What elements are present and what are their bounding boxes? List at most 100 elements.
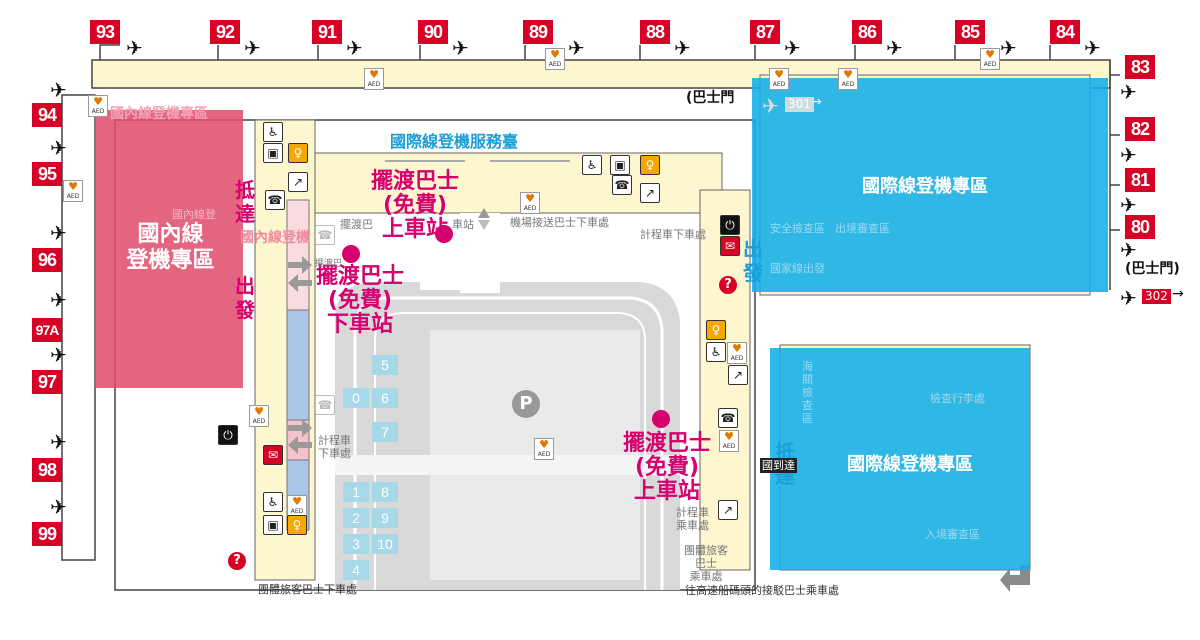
parking-stall: 8 — [372, 482, 398, 502]
phone-icon: ☎ — [265, 190, 285, 210]
international-upper-zone-label: 國際線登機專區 — [862, 176, 988, 197]
parking-stall: 4 — [343, 560, 369, 580]
harbour-bus-label: 往高速船碼頭的接駁巴士乘車處 — [685, 584, 839, 597]
taxi-drop-left-label: 計程車 下車處 — [318, 434, 351, 460]
customs-label: 海關檢查區 — [802, 360, 813, 425]
domestic-arrival-label: 抵 達 — [235, 178, 255, 226]
nursing-room-icon: ▣ — [263, 515, 283, 535]
domestic-departure-faint: 國家線出發 — [770, 262, 825, 275]
gate-86[interactable]: 86 — [852, 20, 882, 44]
help-desk-icon[interactable]: ? — [228, 552, 246, 570]
parking-stall: 10 — [372, 534, 398, 554]
parking-stall: 6 — [372, 388, 398, 408]
gate-83[interactable]: 83 — [1125, 55, 1155, 79]
gate-97[interactable]: 97 — [32, 370, 62, 394]
gate-84[interactable]: 84 — [1050, 20, 1080, 44]
bus-gate-301-arrow: → — [810, 94, 822, 110]
airplane-icon: ✈ — [1120, 286, 1137, 310]
phone-icon: ☎ — [315, 225, 335, 245]
gate-97a[interactable]: 97A — [32, 318, 62, 342]
gate-89[interactable]: 89 — [523, 20, 553, 44]
domestic-gate-label: 國內線登機 — [240, 230, 310, 246]
nursing-room-icon: ▣ — [610, 155, 630, 175]
escalator-icon: ↗ — [728, 365, 748, 385]
domestic-departure-zone — [95, 110, 243, 388]
aed-icon: ♥AED — [63, 180, 83, 202]
airplane-icon: ✈ — [1120, 143, 1137, 167]
baby-care-icon: ♿ — [582, 155, 602, 175]
restroom-icon: ♀ — [706, 320, 726, 340]
airplane-icon: ✈ — [452, 36, 469, 60]
intl-service-counter-label: 國際線登機服務臺 — [390, 132, 519, 151]
aed-icon: ♥AED — [534, 438, 554, 460]
aed-icon: ♥AED — [545, 48, 565, 70]
aed-icon: ♥AED — [980, 48, 1000, 70]
airplane-icon: ✈ — [568, 36, 585, 60]
parking-stall: 7 — [372, 422, 398, 442]
gate-81[interactable]: 81 — [1125, 168, 1155, 192]
electrical-outlet-icon: ⏻ — [720, 215, 740, 235]
gate-91[interactable]: 91 — [312, 20, 342, 44]
domestic-zone-label: 國內線 登機專區 — [126, 222, 215, 273]
shuttle-dropoff: 擺渡巴士 (免費) 下車站 — [315, 264, 404, 337]
phone-icon: ☎ — [315, 395, 335, 415]
domestic-check-label: 國內線登 — [172, 208, 216, 221]
restroom-icon: ♀ — [640, 155, 660, 175]
parking-stall: 2 — [343, 508, 369, 528]
aed-icon: ♥AED — [727, 342, 747, 364]
airplane-icon: ✈ — [784, 36, 801, 60]
gate-99[interactable]: 99 — [32, 522, 62, 546]
group-bus-drop-label: 團體旅客巴士下車處 — [258, 583, 357, 596]
aed-icon: ♥AED — [769, 68, 789, 90]
gate-90[interactable]: 90 — [418, 20, 448, 44]
gate-82[interactable]: 82 — [1125, 117, 1155, 141]
baby-care-icon: ♿ — [263, 492, 283, 512]
shuttle-small-label: 車站 — [452, 218, 474, 231]
parking-stall: 9 — [372, 508, 398, 528]
shuttle-small-label: 擺渡巴 — [340, 218, 373, 231]
international-upper-zone — [752, 78, 1108, 292]
bus-gate-301[interactable]: 301 — [785, 97, 814, 112]
bus-gate-302-arrow: → — [1172, 286, 1184, 302]
shuttle-stop-marker[interactable] — [652, 410, 670, 428]
escalator-icon: ↗ — [640, 183, 660, 203]
shuttle-stop-marker[interactable] — [435, 225, 453, 243]
gate-94[interactable]: 94 — [32, 103, 62, 127]
aed-icon: ♥AED — [838, 68, 858, 90]
parking-icon[interactable]: P — [512, 390, 540, 418]
help-desk-icon[interactable]: ? — [719, 276, 737, 294]
airplane-icon: ✈ — [1120, 193, 1137, 217]
immigration-in-label: 入境審查區 — [925, 528, 980, 541]
escalator-icon: ↗ — [288, 172, 308, 192]
airplane-icon: ✈ — [50, 78, 67, 102]
airplane-icon: ✈ — [50, 495, 67, 519]
divider — [490, 160, 570, 162]
group-bus-pickup-label: 團體旅客 巴士 乘車處 — [684, 544, 728, 583]
bus-gate-302[interactable]: 302 — [1142, 289, 1171, 304]
electrical-outlet-icon: ⏻ — [218, 425, 238, 445]
mailbox-icon: ✉ — [720, 236, 740, 256]
gate-88[interactable]: 88 — [640, 20, 670, 44]
gate-93[interactable]: 93 — [90, 20, 120, 44]
airplane-icon: ✈ — [346, 36, 363, 60]
shuttle-drop-small-label: 擺渡巴 — [315, 259, 343, 269]
shuttle-stop-marker[interactable] — [342, 245, 360, 263]
gate-96[interactable]: 96 — [32, 248, 62, 272]
airplane-icon: ✈ — [674, 36, 691, 60]
gate-95[interactable]: 95 — [32, 162, 62, 186]
airplane-icon: ✈ — [244, 36, 261, 60]
nursing-room-icon: ▣ — [263, 143, 283, 163]
parking-stall: 0 — [343, 388, 369, 408]
taxi-pickup-label: 計程車 乘車處 — [676, 506, 709, 532]
gate-80[interactable]: 80 — [1125, 215, 1155, 239]
gate-92[interactable]: 92 — [210, 20, 240, 44]
gate-98[interactable]: 98 — [32, 458, 62, 482]
airplane-icon: ✈ — [1000, 36, 1017, 60]
gate-87[interactable]: 87 — [750, 20, 780, 44]
mailbox-icon: ✉ — [263, 445, 283, 465]
gate-85[interactable]: 85 — [955, 20, 985, 44]
domestic-zone-faded-label: 國內線登機專區 — [110, 106, 208, 122]
security-area-label: 安全檢查區 — [770, 222, 825, 235]
airplane-icon: ✈ — [1120, 80, 1137, 104]
bus-gate-top-label: (巴士門 — [686, 90, 735, 106]
